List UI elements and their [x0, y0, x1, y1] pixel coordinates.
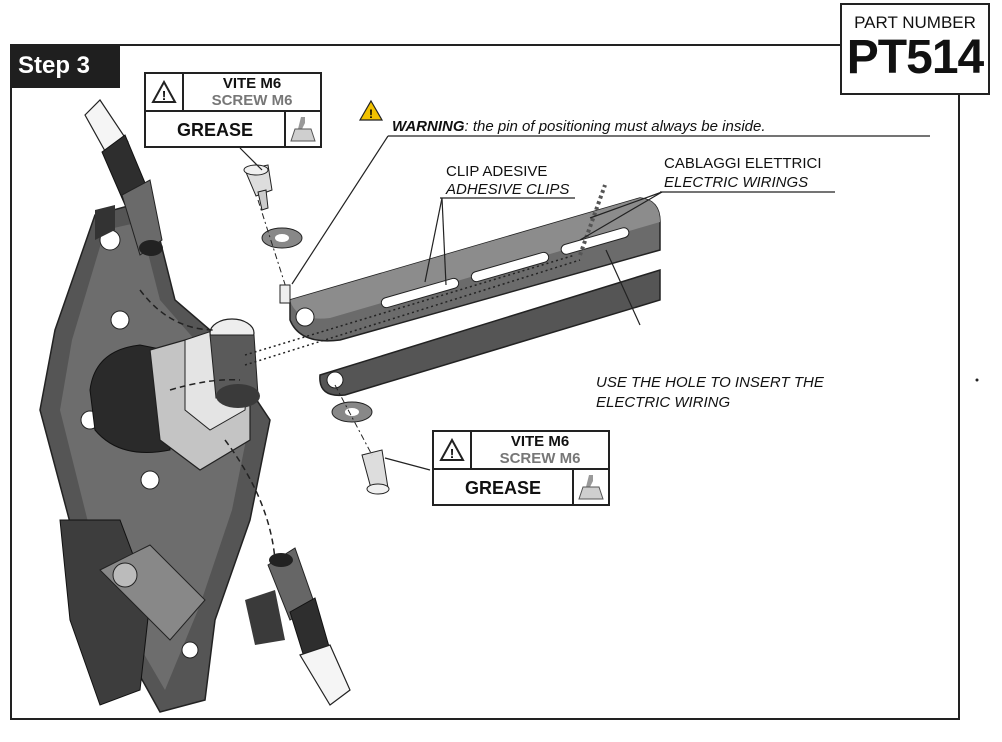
screw-name-it: VITE M6	[222, 75, 282, 92]
wiring-label-en: ELECTRIC WIRINGS	[664, 174, 809, 191]
grease-label: GREASE	[464, 478, 542, 498]
hole-instruction-line2: ELECTRIC WIRING	[596, 394, 731, 411]
wiring-dashes	[139, 184, 607, 561]
adjustable-arm-upper	[289, 197, 661, 342]
screw-name-it: VITE M6	[510, 433, 570, 450]
warning-leader	[291, 135, 389, 285]
step-label: Step 3	[10, 44, 120, 88]
screw-table-bottom: ! VITE M6 SCREW M6 GREASE	[432, 430, 610, 506]
hole-instruction-line1: USE THE HOLE TO INSERT THE	[596, 374, 824, 391]
lower-turn-signal	[245, 547, 351, 706]
top-axis-line	[257, 199, 291, 301]
pivot-spacer	[209, 318, 260, 408]
screw-name-en: SCREW M6	[211, 92, 293, 109]
grease-label: GREASE	[176, 120, 254, 140]
bottom-washer	[331, 401, 373, 423]
hole-leader	[605, 249, 641, 326]
warning-icon: !	[146, 74, 184, 110]
clip-leader-1	[424, 197, 443, 283]
bottom-screw	[361, 449, 390, 495]
bottom-axis-line	[334, 384, 373, 456]
top-table-leader	[239, 147, 263, 171]
diagram-frame	[10, 44, 960, 720]
part-number: PT514	[846, 31, 984, 84]
wiring-leader-1	[589, 191, 663, 219]
warning-icon: !	[434, 432, 472, 468]
part-number-label: PART NUMBER	[854, 13, 976, 32]
clip-label-it: CLIP ADESIVE	[446, 163, 548, 180]
positioning-pin	[279, 284, 291, 304]
warning-triangle-icon: !	[358, 99, 384, 121]
warning-message: : the pin of positioning must always be …	[464, 118, 766, 135]
svg-text:!: !	[450, 446, 454, 461]
grease-tube-icon	[572, 470, 608, 506]
warning-keyword: WARNING	[392, 118, 465, 135]
grease-tube-icon	[284, 112, 320, 148]
upper-turn-signal	[84, 99, 163, 256]
wiring-label-it: CABLAGGI ELETTRICI	[664, 155, 822, 172]
screw-table-top: ! VITE M6 SCREW M6 GREASE	[144, 72, 322, 148]
clip-leader-2	[441, 197, 447, 286]
warning-text: WARNING: the pin of positioning must alw…	[392, 118, 766, 135]
top-screw	[243, 164, 273, 211]
bottom-table-leader	[384, 457, 431, 471]
svg-text:!: !	[369, 107, 373, 121]
svg-text:!: !	[162, 88, 166, 103]
screw-name-en: SCREW M6	[499, 450, 581, 467]
license-plate-bracket	[39, 199, 271, 713]
part-number-box: PART NUMBER PT514	[840, 3, 990, 95]
wiring-leader-2	[579, 191, 663, 241]
clip-label-en: ADHESIVE CLIPS	[446, 181, 570, 198]
adjustable-arm-lower	[319, 268, 661, 397]
